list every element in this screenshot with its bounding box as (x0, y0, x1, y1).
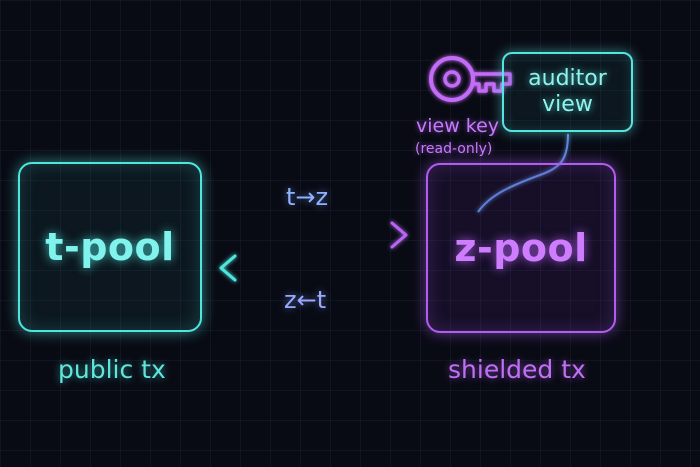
view-key-label: view key (416, 115, 500, 137)
public-tx-caption: public tx (58, 355, 166, 384)
arrow-t-to-z (218, 221, 408, 249)
t-pool-label: t-pool (45, 225, 175, 269)
z-to-t-label: z←t (284, 286, 327, 314)
auditor-label-line1: auditor (528, 66, 607, 91)
t-pool-box: t-pool (18, 162, 202, 332)
read-only-note: (read-only) (415, 141, 493, 157)
auditor-connector-line (477, 133, 569, 213)
t-to-z-label: t→z (286, 183, 329, 211)
auditor-view-box: auditor view (502, 52, 633, 132)
shielded-tx-caption: shielded tx (448, 355, 586, 384)
z-pool-box: z-pool (426, 163, 616, 333)
auditor-label-line2: view (542, 92, 593, 117)
key-icon (429, 56, 512, 102)
arrow-z-to-t (219, 254, 408, 282)
z-pool-label: z-pool (454, 226, 588, 270)
